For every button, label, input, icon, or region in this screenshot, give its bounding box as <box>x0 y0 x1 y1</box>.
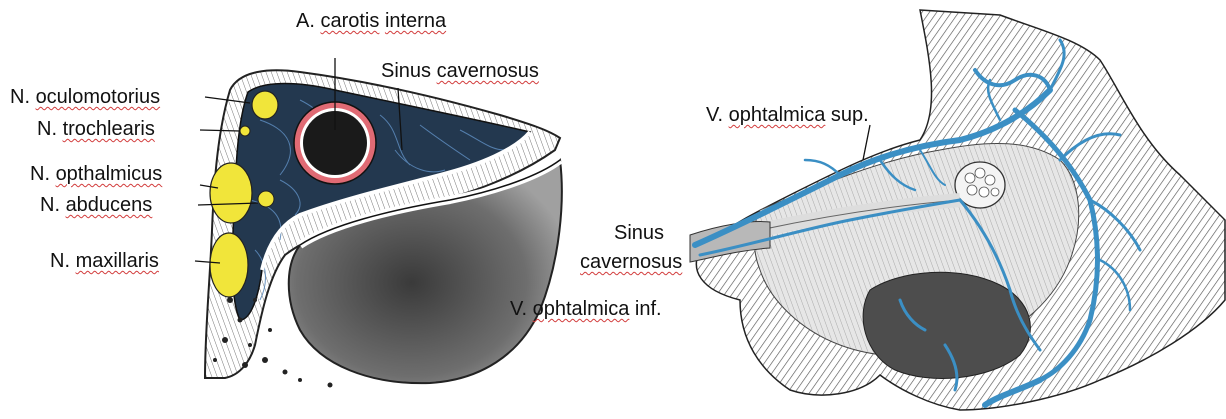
label-ophtalmica-sup: V. ophtalmica sup. <box>706 104 869 126</box>
label-maxillaris: N. maxillaris <box>50 250 159 272</box>
label-opthalmicus: N. opthalmicus <box>30 163 162 185</box>
label-ophtalmica-inf: V. ophtalmica inf. <box>510 298 662 320</box>
label-cavernosus: cavernosus <box>580 251 682 273</box>
label-carotis-interna: A. carotis interna <box>296 10 446 32</box>
label-sinus-cavernosus: Sinus cavernosus <box>381 60 539 82</box>
orbit-veins-illustration <box>690 10 1225 410</box>
abducens-nerve <box>258 191 274 207</box>
oculomotorius-nerve <box>252 91 278 119</box>
label-oculomotorius: N. oculomotorius <box>10 86 160 108</box>
trochlearis-nerve <box>240 126 250 136</box>
label-abducens: N. abducens <box>40 194 152 216</box>
opthalmicus-nerve <box>210 163 252 223</box>
label-sinus: Sinus <box>614 222 664 244</box>
label-trochlearis: N. trochlearis <box>37 118 155 140</box>
maxillaris-nerve <box>210 233 248 297</box>
